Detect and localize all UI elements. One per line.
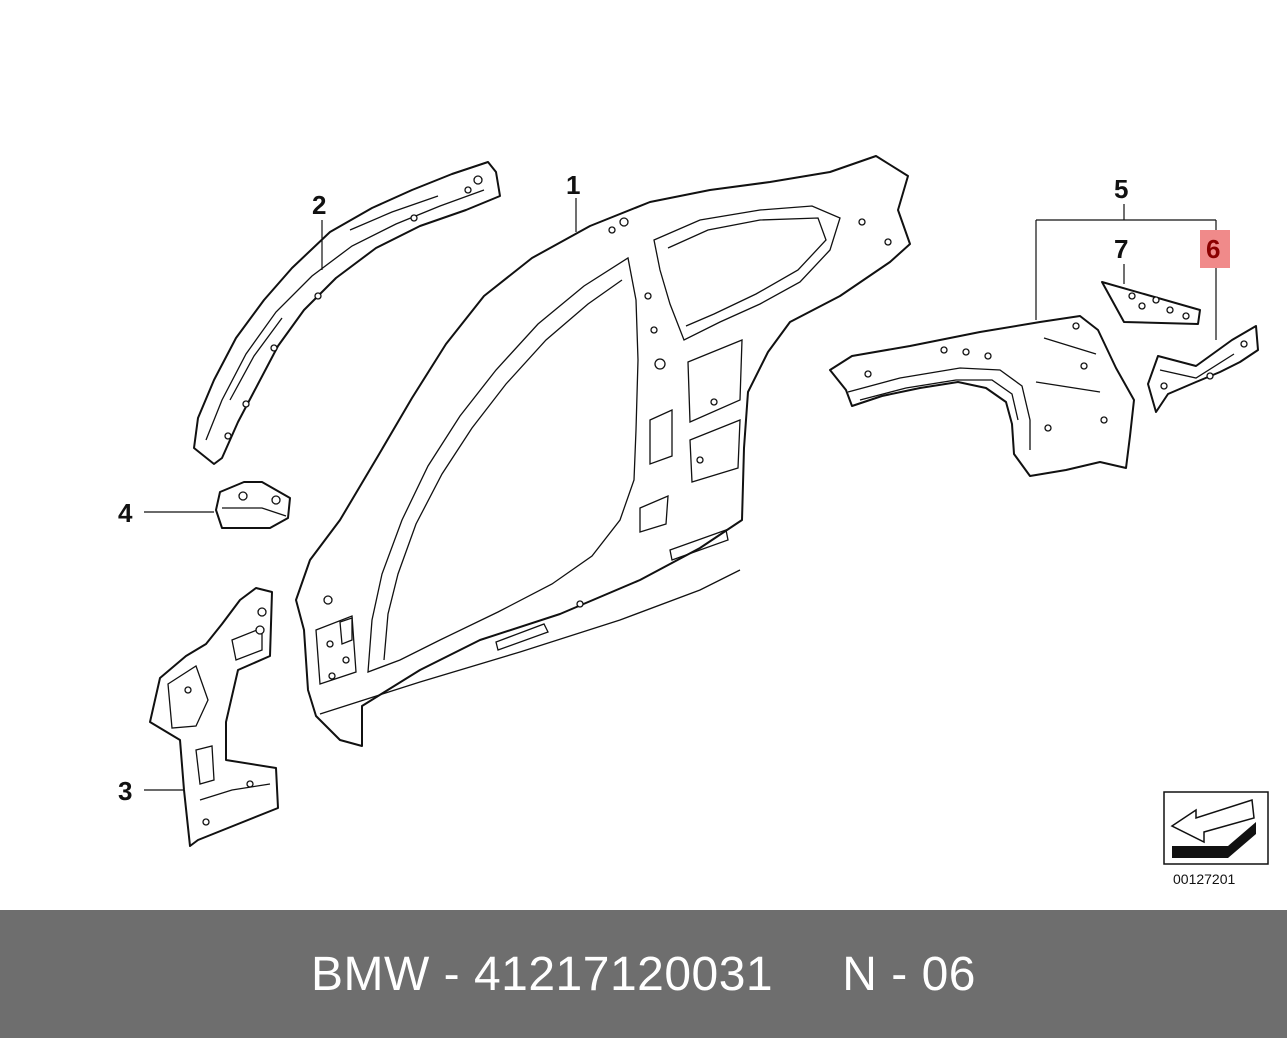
callout-1: 1: [566, 170, 580, 200]
callout-4: 4: [118, 498, 133, 528]
part-7-plate: [1101, 281, 1201, 325]
callout-labels: 1 2 4 3 5 7 6: [118, 170, 1230, 806]
callout-6: 6: [1206, 234, 1220, 264]
part-3-pillar-reinforcement: [149, 587, 279, 847]
diagram-code: 00127201: [1173, 871, 1236, 887]
footer-part-number: BMW - 41217120031 N - 06: [311, 947, 976, 1001]
callout-3: 3: [118, 776, 132, 806]
leader-lines: [144, 198, 1217, 791]
part-5-wheelhouse-panel: [829, 315, 1135, 477]
direction-arrow-icon: [1163, 791, 1269, 865]
part-2-roof-rail: [193, 161, 501, 465]
part-4-bracket: [215, 481, 291, 529]
callout-2: 2: [312, 190, 326, 220]
footer-bar: BMW - 41217120031 N - 06: [0, 910, 1287, 1038]
part-1-side-frame: [295, 155, 911, 747]
callout-6-highlight: [1200, 230, 1230, 268]
callout-5: 5: [1114, 174, 1128, 204]
part-6-rear-bracket: [1147, 325, 1259, 413]
callout-7: 7: [1114, 234, 1128, 264]
parts-diagram: 1 2 4 3 5 7 6 00127201: [118, 155, 1269, 887]
